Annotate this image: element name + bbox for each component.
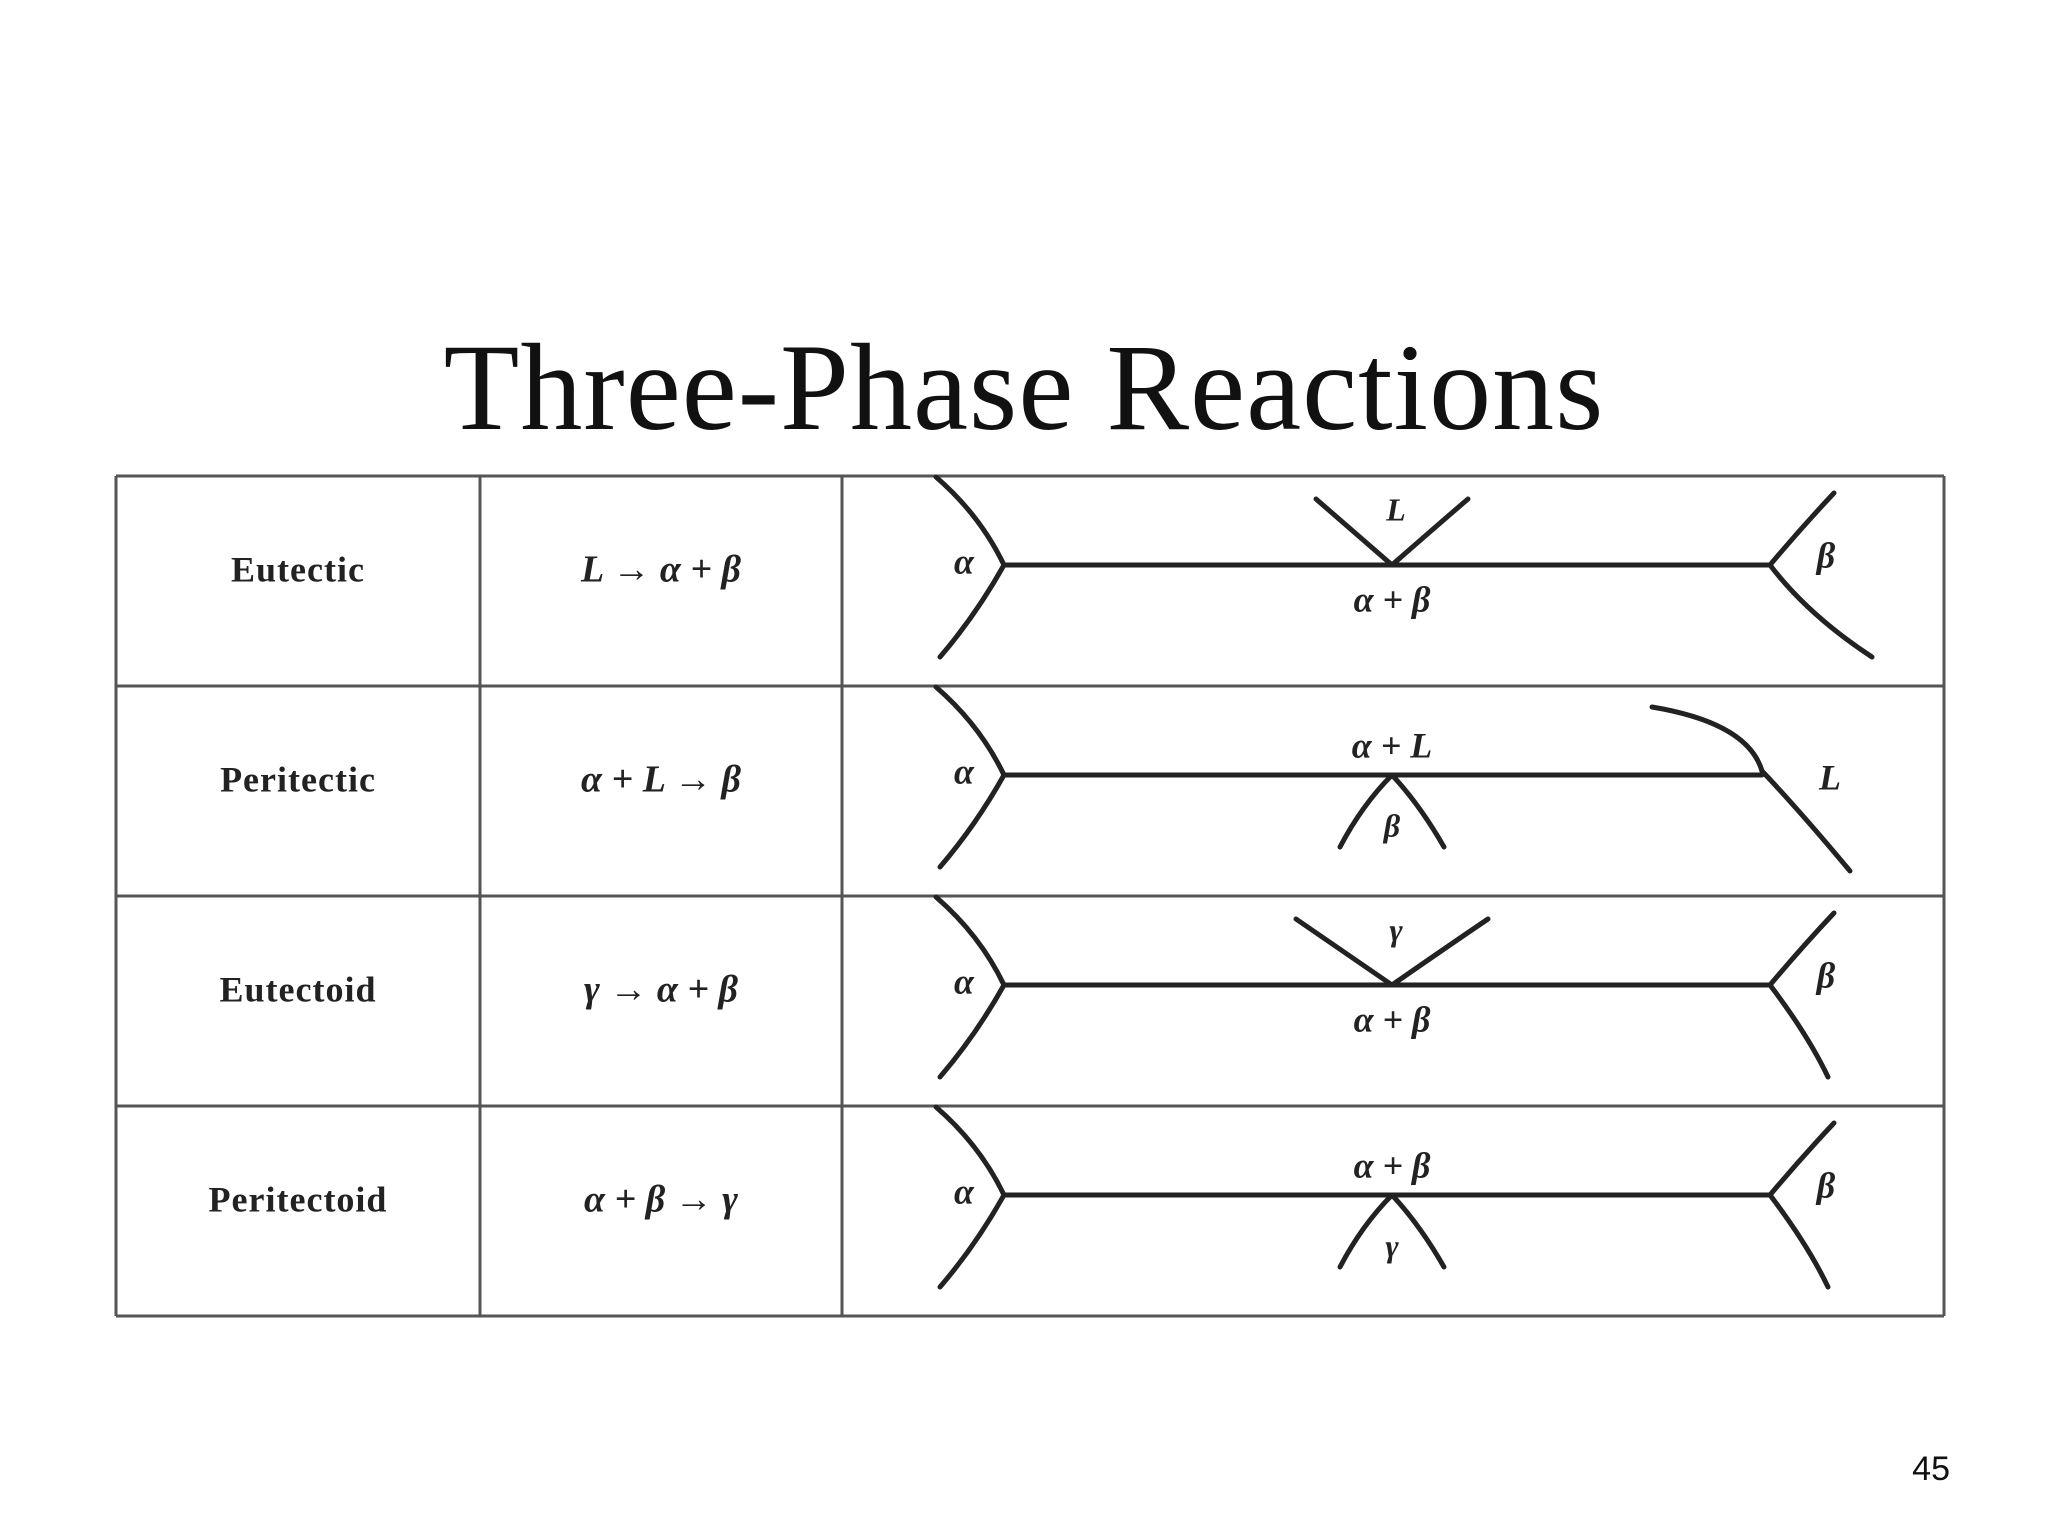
left-phase-label: α xyxy=(954,541,975,581)
left-upper-curve xyxy=(933,894,1007,988)
right-upper-curve xyxy=(1649,704,1765,774)
top-phase-label: α + β xyxy=(1354,1145,1431,1185)
left-lower-curve xyxy=(937,562,1007,660)
table-grid xyxy=(114,474,1946,1318)
right-lower-curve xyxy=(1759,768,1853,874)
right-phase-label: β xyxy=(1815,1165,1836,1205)
slide-title: Three-Phase Reactions xyxy=(443,319,1605,456)
inverted-v-left-arm xyxy=(1337,1192,1395,1270)
right-phase-label: β xyxy=(1815,535,1836,575)
left-upper-curve xyxy=(933,1104,1007,1198)
top-phase-label: L xyxy=(1385,491,1406,527)
right-phase-label: β xyxy=(1815,955,1836,995)
left-lower-curve xyxy=(937,1192,1007,1290)
left-lower-curve xyxy=(937,772,1007,870)
top-phase-label: α + L xyxy=(1352,725,1432,765)
reaction-name: Eutectoid xyxy=(220,969,377,1009)
table-row: Eutectoid γ → α + β α β γ α + β xyxy=(220,894,1837,1080)
bottom-phase-label: γ xyxy=(1385,1227,1399,1263)
reaction-name: Eutectic xyxy=(231,549,365,589)
v-left-arm xyxy=(1293,916,1395,988)
right-lower-curve xyxy=(1767,562,1875,660)
reaction-name: Peritectoid xyxy=(209,1179,388,1219)
left-phase-label: α xyxy=(954,1171,975,1211)
reaction-name: Peritectic xyxy=(220,759,376,799)
right-upper-curve xyxy=(1767,910,1837,988)
right-lower-curve xyxy=(1767,982,1831,1080)
v-right-arm xyxy=(1389,496,1471,568)
reaction-equation: α + β → γ xyxy=(584,1179,738,1221)
reaction-equation: γ → α + β xyxy=(584,969,738,1011)
left-lower-curve xyxy=(937,982,1007,1080)
table-row: Peritectic α + L → β α Lα + L β xyxy=(220,684,1853,874)
phase-diagram-sketch: α β γ α + β xyxy=(933,894,1837,1080)
left-phase-label: α xyxy=(954,751,975,791)
right-upper-curve xyxy=(1767,1120,1837,1198)
right-lower-curve xyxy=(1767,1192,1831,1290)
bottom-phase-label: β xyxy=(1383,807,1401,843)
phase-diagram-sketch: α β Lα + β xyxy=(933,474,1875,660)
table-row: Peritectoid α + β → γ α β α + β γ xyxy=(209,1104,1837,1290)
table-row: Eutectic L → α + β α β Lα + β xyxy=(231,474,1875,660)
inverted-v-left-arm xyxy=(1337,772,1395,850)
right-upper-curve xyxy=(1767,490,1837,568)
inverted-v-right-arm xyxy=(1389,772,1447,850)
phase-diagram-sketch: α Lα + L β xyxy=(933,684,1853,874)
v-left-arm xyxy=(1313,496,1395,568)
page-number: 45 xyxy=(1912,1450,1950,1488)
inverted-v-right-arm xyxy=(1389,1192,1447,1270)
left-phase-label: α xyxy=(954,961,975,1001)
reaction-equation: L → α + β xyxy=(580,549,741,591)
bottom-phase-label: α + β xyxy=(1354,579,1431,619)
top-phase-label: γ xyxy=(1389,911,1403,947)
bottom-phase-label: α + β xyxy=(1354,999,1431,1039)
right-phase-label: L xyxy=(1818,757,1841,797)
phase-diagram-sketch: α β α + β γ xyxy=(933,1104,1837,1290)
reaction-equation: α + L → β xyxy=(581,759,741,801)
left-upper-curve xyxy=(933,684,1007,778)
v-right-arm xyxy=(1389,916,1491,988)
left-upper-curve xyxy=(933,474,1007,568)
